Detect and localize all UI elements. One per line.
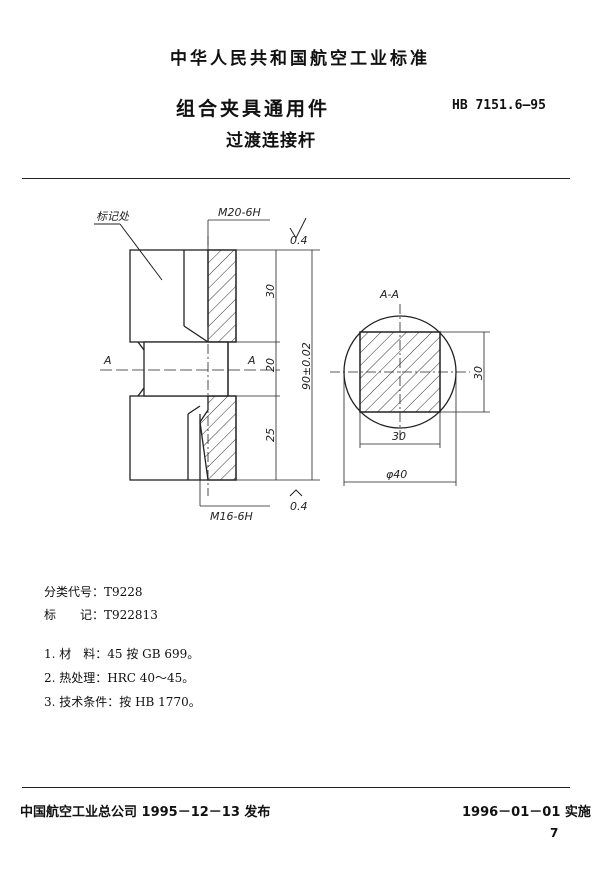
organization-title: 中华人民共和国航空工业标准 [170,49,430,69]
technical-drawing: 标记处 M20-6H M16-6H 0.4 0.4 30 20 25 90±0.… [94,206,490,523]
page-number: 7 [550,826,559,840]
section-width: 30 [392,430,406,443]
section-title: A-A [379,288,399,301]
section-height: 30 [472,366,485,380]
section-view [330,304,470,440]
classification-code: 分类代号：T9228 [44,585,143,599]
effective-date: 1996－01－01 实施 [462,805,591,820]
note-heat-treatment: 2. 热处理：HRC 40～45。 [44,671,195,685]
classification-mark: 标 记：T922813 [44,608,158,622]
dim-upper: 30 [264,284,277,298]
document-title: 组合夹具通用件 [176,98,331,120]
note-material: 1. 材 料：45 按 GB 699。 [44,647,200,661]
note-technical-conditions: 3. 技术条件：按 HB 1770。 [44,695,201,709]
dim-middle: 20 [264,358,277,372]
front-view [100,236,280,496]
top-rule [22,178,570,179]
standard-code: HB 7151.6—95 [452,98,546,113]
section-label-left: A [103,354,112,367]
section-diameter: φ40 [386,468,407,481]
thread-bottom-label: M16-6H [210,510,253,523]
issued-date: 中国航空工业总公司 1995－12－13 发布 [20,805,271,820]
marking-label: 标记处 [96,210,130,223]
document-subtitle: 过渡连接杆 [226,131,316,151]
dim-total: 90±0.02 [300,342,313,390]
dim-lower: 25 [264,428,277,442]
section-label-right: A [247,354,256,367]
bottom-rule [22,787,570,788]
roughness-top-value: 0.4 [290,234,308,247]
thread-top-label: M20-6H [218,206,261,219]
roughness-bottom-value: 0.4 [290,500,308,513]
